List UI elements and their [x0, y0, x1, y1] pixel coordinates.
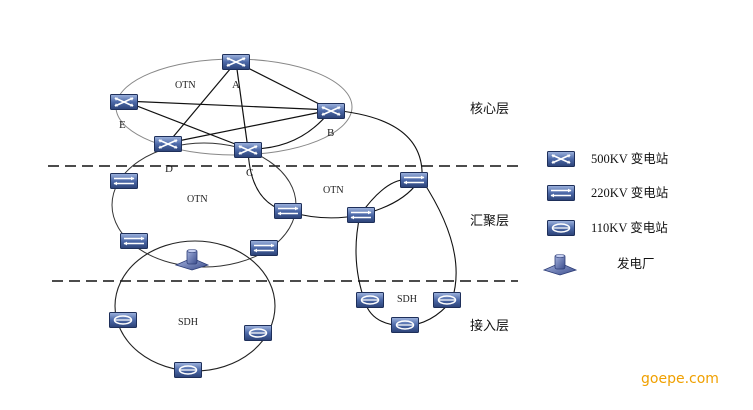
otn-aggregation-right-ring [247, 148, 419, 219]
access-left-3-110kv-icon [174, 362, 202, 378]
agg-mid-220kv-icon [274, 203, 302, 219]
network-label-otn-core: OTN [175, 80, 196, 91]
layer-label-aggregation: 汇聚层 [470, 214, 509, 229]
agg-left-top-220kv-icon [110, 173, 138, 189]
legend-label-110kv: 110KV 变电站 [591, 220, 668, 235]
node-c-500kv-icon [234, 142, 262, 158]
access-right-2-110kv-icon [433, 292, 461, 308]
legend: 500KV 变电站 220KV 变电站 110KV 变电站 发电厂 [543, 151, 668, 276]
network-label-sdh-left: SDH [178, 317, 198, 328]
access-right-3-110kv-icon [391, 317, 419, 333]
node-a-500kv-icon [222, 54, 250, 70]
agg-right-left-220kv-icon [347, 207, 375, 223]
network-label-otn-right: OTN [323, 185, 344, 196]
network-label-otn-left: OTN [187, 194, 208, 205]
network-label-sdh-right: SDH [397, 294, 417, 305]
core-mesh-links [123, 61, 332, 150]
link-b-right-aggregation [330, 109, 423, 179]
legend-power-plant-icon [543, 254, 577, 276]
access-left-1-110kv-icon [109, 312, 137, 328]
agg-left-bottom-220kv-icon [120, 233, 148, 249]
access-left-2-110kv-icon [244, 325, 272, 341]
agg-right-top-220kv-icon [400, 172, 428, 188]
node-label-c: C [246, 167, 253, 179]
agg-left-right-220kv-icon [250, 240, 278, 256]
node-label-d: D [165, 163, 173, 175]
legend-220kv-icon [547, 185, 575, 201]
node-label-a: A [232, 79, 240, 91]
node-label-e: E [119, 119, 126, 131]
legend-label-plant: 发电厂 [617, 256, 655, 271]
legend-label-500kv: 500KV 变电站 [591, 151, 668, 166]
node-label-b: B [327, 127, 334, 139]
legend-110kv-icon [547, 220, 575, 236]
watermark: goepe.com [641, 371, 719, 387]
layer-label-access: 接入层 [470, 318, 509, 334]
node-d-500kv-icon [154, 136, 182, 152]
access-right-1-110kv-icon [356, 292, 384, 308]
node-e-500kv-icon [110, 94, 138, 110]
legend-500kv-icon [547, 151, 575, 167]
otn-core-ring [115, 58, 353, 156]
legend-label-220kv: 220KV 变电站 [591, 185, 668, 200]
node-b-500kv-icon [317, 103, 345, 119]
layer-label-core: 核心层 [470, 102, 509, 117]
